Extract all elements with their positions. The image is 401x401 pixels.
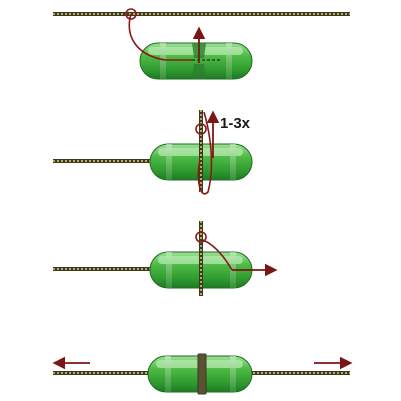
step-1 (53, 8, 350, 80)
circle-marker-icon (125, 8, 137, 20)
step-4 (52, 353, 353, 395)
wrap-loop (197, 111, 213, 195)
circle-marker-icon (195, 231, 207, 243)
wrap-count-label: 1-3x (220, 115, 251, 132)
locked-wrap (197, 353, 207, 395)
float-body (139, 42, 253, 80)
float-body (147, 353, 253, 395)
wrap-line (128, 13, 222, 61)
circle-marker-icon (195, 123, 207, 135)
wrap-loop (202, 239, 233, 271)
step-2: 1-3x (53, 110, 253, 195)
step-3 (53, 221, 278, 296)
